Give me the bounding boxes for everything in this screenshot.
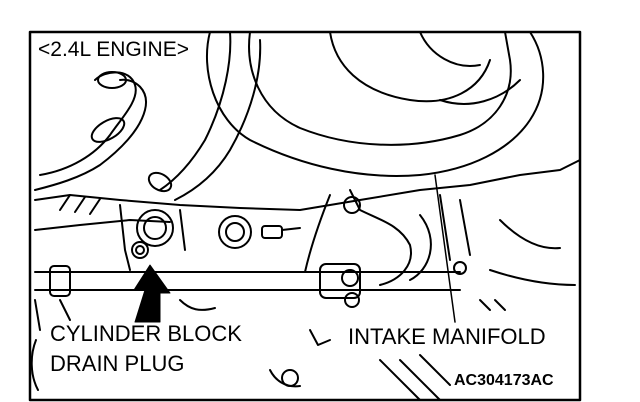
drain-plug — [131, 241, 149, 259]
cross-bar — [34, 271, 461, 291]
hose-clamp — [97, 71, 127, 89]
diagram-title: <2.4L ENGINE> — [36, 38, 191, 61]
drain-plug-boss — [136, 209, 174, 247]
cylinder-block-label: CYLINDER BLOCK — [48, 321, 244, 346]
figure-code: AC304173AC — [452, 372, 556, 390]
port-boss — [218, 215, 252, 249]
manifold-runner — [206, 31, 545, 177]
manifold-bracket — [304, 189, 412, 286]
intake-leader-line — [434, 174, 456, 323]
center-hose — [159, 31, 232, 191]
cylinder-block-outline — [34, 159, 581, 211]
intake-manifold-label: INTAKE MANIFOLD — [346, 324, 548, 349]
drain-plug-arrow — [133, 264, 171, 323]
frame-border — [28, 30, 582, 402]
drain-plug-label: DRAIN PLUG — [48, 351, 187, 376]
upper-hose — [39, 71, 137, 176]
